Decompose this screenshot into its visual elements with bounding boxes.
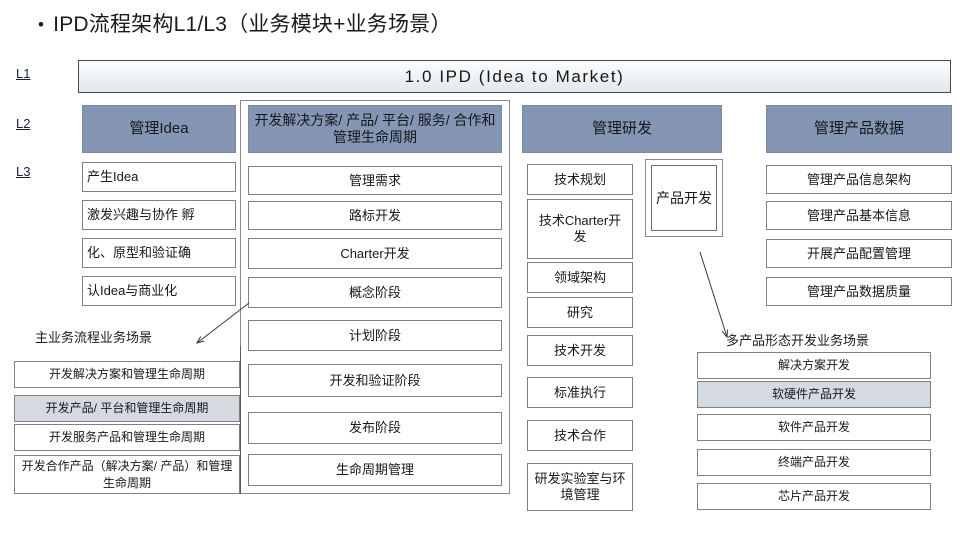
page-title: • IPD流程架构L1/L3（业务模块+业务场景） — [38, 8, 452, 38]
l3-cell-manage-product-data-3[interactable]: 管理产品数据质量 — [766, 277, 952, 306]
l3-cell-manage-rd-2[interactable]: 领域架构 — [527, 262, 633, 293]
column-header-label: 开发解决方案/ 产品/ 平台/ 服务/ 合作和管理生命周期 — [254, 111, 496, 146]
scenario-left-item-label: 开发解决方案和管理生命周期 — [48, 367, 205, 382]
column-header-label: 管理Idea — [129, 119, 189, 137]
l3-cell-label: 开发和验证阶段 — [329, 372, 421, 388]
l3-cell-label: 认Idea与商业化 — [87, 283, 178, 299]
bullet-icon: • — [38, 15, 45, 35]
scenario-right-item-label: 终端产品开发 — [777, 455, 850, 470]
scenario-right-item-0[interactable]: 解决方案开发 — [697, 352, 931, 379]
product-development-label: 产品开发 — [651, 165, 717, 231]
column-header-manage-product-data[interactable]: 管理产品数据 — [766, 105, 952, 153]
column-header-label: 管理产品数据 — [813, 119, 904, 137]
l3-cell-label: 生命周期管理 — [335, 462, 414, 478]
l3-cell-label: 概念阶段 — [348, 284, 401, 300]
scenario-right-item-4[interactable]: 芯片产品开发 — [697, 483, 931, 510]
l3-cell-manage-rd-5[interactable]: 标准执行 — [527, 377, 633, 408]
develop-solution-frame — [240, 100, 510, 494]
l3-cell-manage-rd-0[interactable]: 技术规划 — [527, 164, 633, 195]
l3-cell-label: 管理产品数据质量 — [806, 283, 911, 299]
l3-cell-manage-rd-7[interactable]: 研发实验室与环境管理 — [527, 463, 633, 511]
scenario-right-item-2[interactable]: 软件产品开发 — [697, 414, 931, 441]
scenario-right-item-label: 软硬件产品开发 — [771, 387, 856, 402]
l3-cell-develop-solution-5[interactable]: 开发和验证阶段 — [248, 364, 502, 397]
l3-cell-manage-idea-1[interactable]: 激发兴趣与协作 孵 — [82, 200, 236, 230]
l3-cell-label: 化、原型和验证确 — [87, 245, 192, 261]
l3-cell-label: 管理产品基本信息 — [806, 207, 911, 223]
l3-cell-develop-solution-0[interactable]: 管理需求 — [248, 166, 502, 195]
column-header-manage-rd[interactable]: 管理研发 — [522, 105, 722, 153]
l3-cell-label: 管理需求 — [348, 172, 401, 188]
l3-cell-develop-solution-7[interactable]: 生命周期管理 — [248, 454, 502, 486]
level-label-l1: L1 — [16, 66, 31, 81]
l3-cell-label: 产生Idea — [87, 169, 139, 185]
l3-cell-label: 技术Charter开发 — [538, 213, 622, 244]
scenario-left-item-label: 开发服务产品和管理生命周期 — [48, 430, 205, 445]
scenarios-left-bracket — [240, 346, 241, 494]
l1-process-bar-label: 1.0 IPD (Idea to Market) — [404, 66, 625, 86]
scenario-right-item-label: 软件产品开发 — [777, 420, 850, 435]
l3-cell-label: 激发兴趣与协作 孵 — [87, 207, 195, 223]
l3-cell-label: 技术开发 — [553, 342, 606, 358]
column-header-label: 管理研发 — [591, 119, 652, 137]
scenario-left-item-label: 开发合作产品（解决方案/ 产品）和管理生命周期 — [21, 459, 233, 490]
column-header-manage-idea[interactable]: 管理Idea — [82, 105, 236, 153]
l3-cell-manage-idea-0[interactable]: 产生Idea — [82, 162, 236, 192]
l1-process-bar[interactable]: 1.0 IPD (Idea to Market) — [78, 60, 951, 93]
scenario-left-item-3[interactable]: 开发合作产品（解决方案/ 产品）和管理生命周期 — [14, 455, 240, 494]
l3-cell-manage-idea-3[interactable]: 认Idea与商业化 — [82, 276, 236, 306]
l3-cell-manage-rd-4[interactable]: 技术开发 — [527, 335, 633, 366]
l3-cell-label: 研发实验室与环境管理 — [534, 471, 626, 502]
l3-cell-develop-solution-3[interactable]: 概念阶段 — [248, 277, 502, 308]
l3-cell-manage-idea-2[interactable]: 化、原型和验证确 — [82, 238, 236, 268]
column-header-develop-solution[interactable]: 开发解决方案/ 产品/ 平台/ 服务/ 合作和管理生命周期 — [248, 105, 502, 153]
scenario-right-item-label: 解决方案开发 — [777, 358, 850, 373]
l3-cell-label: 路标开发 — [348, 207, 401, 223]
l3-cell-manage-product-data-2[interactable]: 开展产品配置管理 — [766, 239, 952, 268]
level-label-l3: L3 — [16, 164, 31, 179]
scenario-left-item-0[interactable]: 开发解决方案和管理生命周期 — [14, 361, 240, 388]
l3-cell-label: 领域架构 — [553, 269, 606, 285]
l3-cell-develop-solution-1[interactable]: 路标开发 — [248, 201, 502, 230]
l3-cell-manage-rd-3[interactable]: 研究 — [527, 297, 633, 328]
scenario-left-item-2[interactable]: 开发服务产品和管理生命周期 — [14, 424, 240, 451]
l3-cell-label: 发布阶段 — [348, 420, 401, 436]
level-label-l2: L2 — [16, 116, 31, 131]
l3-cell-label: 开展产品配置管理 — [806, 245, 911, 261]
l3-cell-manage-rd-6[interactable]: 技术合作 — [527, 420, 633, 451]
scenarios-right-caption: 多产品形态开发业务场景 — [726, 333, 870, 348]
l3-cell-develop-solution-2[interactable]: Charter开发 — [248, 238, 502, 269]
arrow-right-scenarios — [699, 251, 727, 337]
l3-cell-label: 技术合作 — [553, 427, 606, 443]
l3-cell-manage-product-data-0[interactable]: 管理产品信息架构 — [766, 165, 952, 194]
l3-cell-label: 管理产品信息架构 — [806, 171, 911, 187]
scenario-left-item-label: 开发产品/ 平台和管理生命周期 — [45, 401, 209, 416]
product-development-box[interactable]: 产品开发 — [645, 159, 723, 237]
scenario-right-item-1[interactable]: 软硬件产品开发 — [697, 381, 931, 408]
l3-cell-develop-solution-4[interactable]: 计划阶段 — [248, 320, 502, 351]
l3-cell-label: 标准执行 — [553, 384, 606, 400]
scenario-left-item-1[interactable]: 开发产品/ 平台和管理生命周期 — [14, 395, 240, 422]
l3-cell-label: 研究 — [566, 304, 593, 320]
l3-cell-label: 技术规划 — [553, 171, 606, 187]
page-title-text: IPD流程架构L1/L3（业务模块+业务场景） — [53, 13, 452, 36]
l3-cell-develop-solution-6[interactable]: 发布阶段 — [248, 412, 502, 444]
scenario-right-item-label: 芯片产品开发 — [777, 489, 850, 504]
scenarios-left-caption: 主业务流程业务场景 — [35, 330, 153, 345]
l3-cell-label: 计划阶段 — [348, 327, 401, 343]
scenario-right-item-3[interactable]: 终端产品开发 — [697, 449, 931, 476]
l3-cell-manage-product-data-1[interactable]: 管理产品基本信息 — [766, 201, 952, 230]
l3-cell-label: Charter开发 — [340, 245, 410, 261]
l3-cell-manage-rd-1[interactable]: 技术Charter开发 — [527, 199, 633, 259]
